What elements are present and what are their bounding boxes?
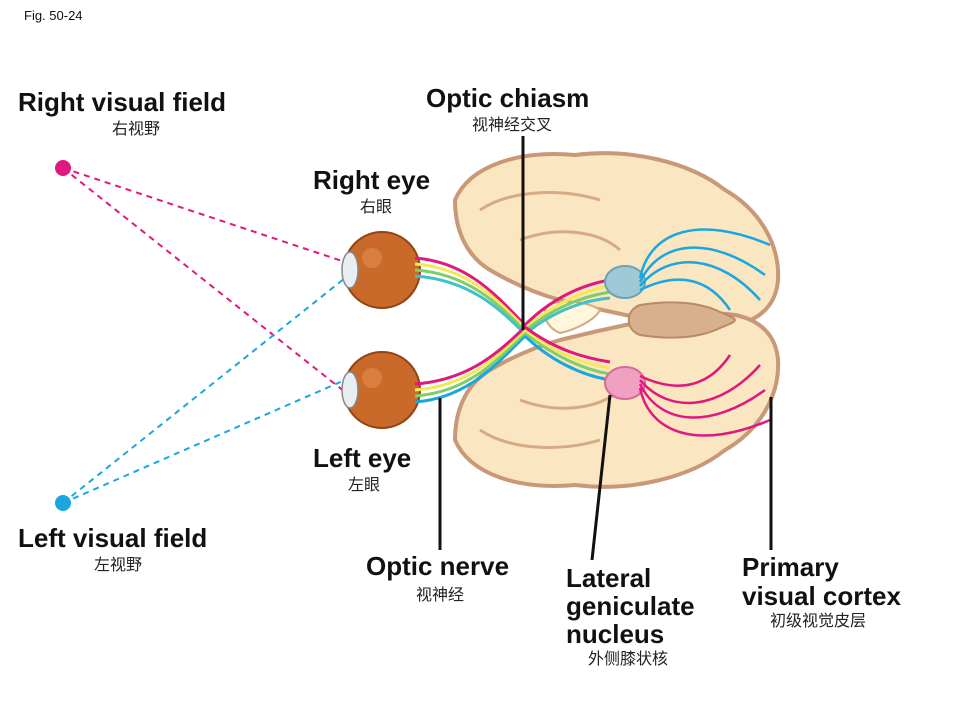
label-left-visual-field-zh: 左视野 (94, 555, 143, 574)
label-optic-nerve: Optic nerve (366, 551, 510, 581)
left-visual-field-dot (55, 495, 71, 511)
label-right-visual-field: Right visual field (18, 87, 227, 117)
brain-lower-hemisphere (452, 310, 781, 489)
right-visual-field-dot (55, 160, 71, 176)
leader-lines (438, 136, 773, 561)
label-optic-chiasm-zh: 视神经交叉 (472, 115, 553, 134)
brain-upper-hemisphere (452, 151, 781, 330)
lgn-lower (604, 366, 646, 400)
label-right-eye: Right eye (313, 165, 431, 195)
left-eyeball (341, 351, 421, 429)
brainstem (627, 301, 736, 339)
label-left-visual-field: Left visual field (18, 523, 208, 553)
optic-radiations-upper (638, 228, 771, 311)
label-cortex-zh: 初级视觉皮层 (770, 611, 867, 630)
sulcus-upper (479, 191, 622, 252)
optic-radiations-lower (638, 354, 771, 437)
label-lgn-line1: Lateral (566, 563, 652, 593)
label-optic-nerve-zh: 视神经 (416, 585, 465, 604)
figure-label: Fig. 50-24 (24, 8, 83, 23)
label-cortex-line1: Primary (742, 552, 839, 582)
label-lgn-line2: geniculate (566, 591, 695, 621)
lgn-upper (604, 265, 646, 299)
right-eyeball (341, 231, 421, 309)
label-right-eye-zh: 右眼 (360, 197, 393, 216)
right-field-rays (62, 167, 346, 393)
label-cortex-line2: visual cortex (742, 581, 901, 611)
optic-nerve-bundles (414, 256, 611, 404)
label-right-visual-field-zh: 右视野 (112, 119, 161, 138)
left-field-rays (62, 277, 346, 504)
label-left-eye-zh: 左眼 (348, 475, 381, 494)
label-optic-chiasm: Optic chiasm (426, 83, 590, 113)
label-lgn-line3: nucleus (566, 619, 665, 649)
label-lgn-zh: 外侧膝状核 (588, 649, 669, 668)
label-left-eye: Left eye (313, 443, 412, 473)
